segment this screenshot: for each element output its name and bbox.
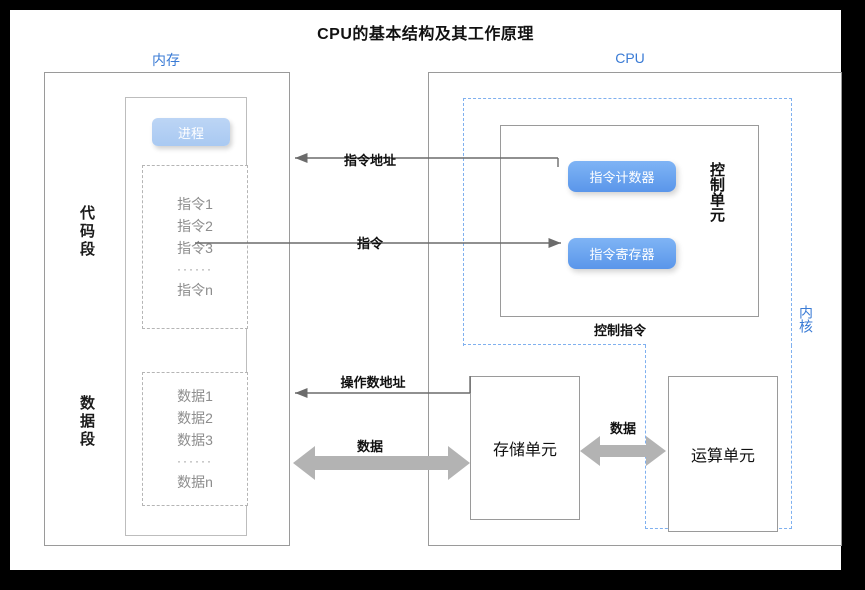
arrow-label-instruction-address: 指令地址: [343, 153, 396, 168]
code-segment-label: 代码段: [78, 205, 95, 259]
list-item: 指令n: [177, 282, 213, 298]
cpu-section-label: CPU: [615, 50, 645, 66]
process-badge[interactable]: 进程: [152, 118, 230, 146]
list-item: 指令1: [177, 196, 213, 212]
list-ellipsis: ······: [177, 454, 213, 468]
list-item: 指令2: [177, 218, 213, 234]
list-item: 指令3: [177, 240, 213, 256]
kernel-label: 内核: [798, 305, 814, 333]
kernel-boundary-upper: [463, 98, 792, 346]
instruction-register-pill[interactable]: 指令寄存器: [568, 238, 676, 269]
arrow-label-instruction: 指令: [356, 236, 383, 251]
arrow-label-operand-address: 操作数地址: [340, 375, 406, 390]
program-counter-pill[interactable]: 指令计数器: [568, 161, 676, 192]
control-unit-label: 控制单元: [708, 162, 725, 222]
arrow-label-data-left: 数据: [356, 439, 383, 454]
page-title: CPU的基本结构及其工作原理: [317, 26, 534, 43]
list-item: 数据3: [177, 432, 213, 448]
list-item: 数据1: [177, 388, 213, 404]
kernel-boundary-notch: [463, 344, 646, 345]
control-instruction-caption: 控制指令: [593, 323, 646, 338]
list-item: 数据n: [177, 474, 213, 490]
control-unit-box: [500, 125, 759, 317]
alu-unit-box: 运算单元: [668, 376, 778, 532]
arrow-label-data-middle: 数据: [609, 421, 636, 436]
storage-unit-box: 存储单元: [470, 376, 580, 520]
memory-section-label: 内存: [152, 52, 180, 68]
diagram-canvas: CPU的基本结构及其工作原理 内存 CPU 进程 指令1 指令2 指令3 ···…: [10, 10, 842, 570]
code-segment-list: 指令1 指令2 指令3 ······ 指令n: [142, 165, 248, 329]
list-item: 数据2: [177, 410, 213, 426]
data-segment-list: 数据1 数据2 数据3 ······ 数据n: [142, 372, 248, 506]
data-segment-label: 数据段: [78, 395, 95, 449]
list-ellipsis: ······: [177, 262, 213, 276]
